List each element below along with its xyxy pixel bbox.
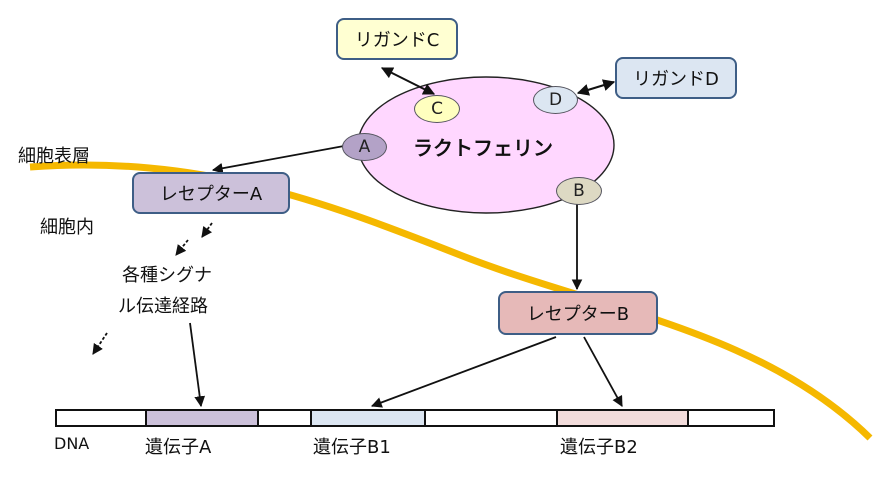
receptor-b-to-gene-b1-arrow [370,336,557,408]
gene-b2-segment [556,409,689,427]
ligand-d-arrow [576,79,616,96]
gene-b1-label: 遺伝子B1 [313,437,391,458]
receptor-b-box: レセプターB [498,291,658,335]
binding-site-b: B [556,177,602,205]
binding-site-d: D [533,86,578,114]
receptor-a-cascade-arrow-2 [175,239,189,256]
ligand-c-arrow [380,67,436,95]
receptor-a-box: レセプターA [132,172,290,214]
cell-surface-label: 細胞表層 [18,146,90,167]
dna-strand-segment-2 [257,409,312,427]
ligand-d-box: リガンドD [615,57,737,99]
signal-to-gene-a-arrow [189,322,206,408]
receptor-a-cascade-arrow-1 [201,222,213,238]
site-a-to-receptor-a-arrow [211,145,345,174]
signal-pathway-label-line1: 各種シグナ [122,265,212,286]
dna-strand-segment-3 [424,409,558,427]
gene-a-segment [145,409,259,427]
dna-label: DNA [54,434,90,453]
signal-pathway-label-line2: ル伝達経路 [118,296,208,317]
gene-a-label: 遺伝子A [145,437,212,458]
binding-site-a: A [342,133,387,161]
dna-strand-segment-4 [687,409,775,427]
lactoferrin-label: ラクトフェリン [413,136,553,160]
signal-cascade-arrow [92,332,108,355]
receptor-b-to-gene-b2-arrow [583,336,623,407]
binding-site-c: C [414,95,460,123]
gene-b1-segment [310,409,426,427]
gene-b2-label: 遺伝子B2 [560,437,638,458]
cell-membrane-curve [29,161,873,441]
dna-strand-segment-1 [55,409,147,427]
ligand-c-box: リガンドC [336,18,458,60]
intracellular-label: 細胞内 [40,217,94,238]
